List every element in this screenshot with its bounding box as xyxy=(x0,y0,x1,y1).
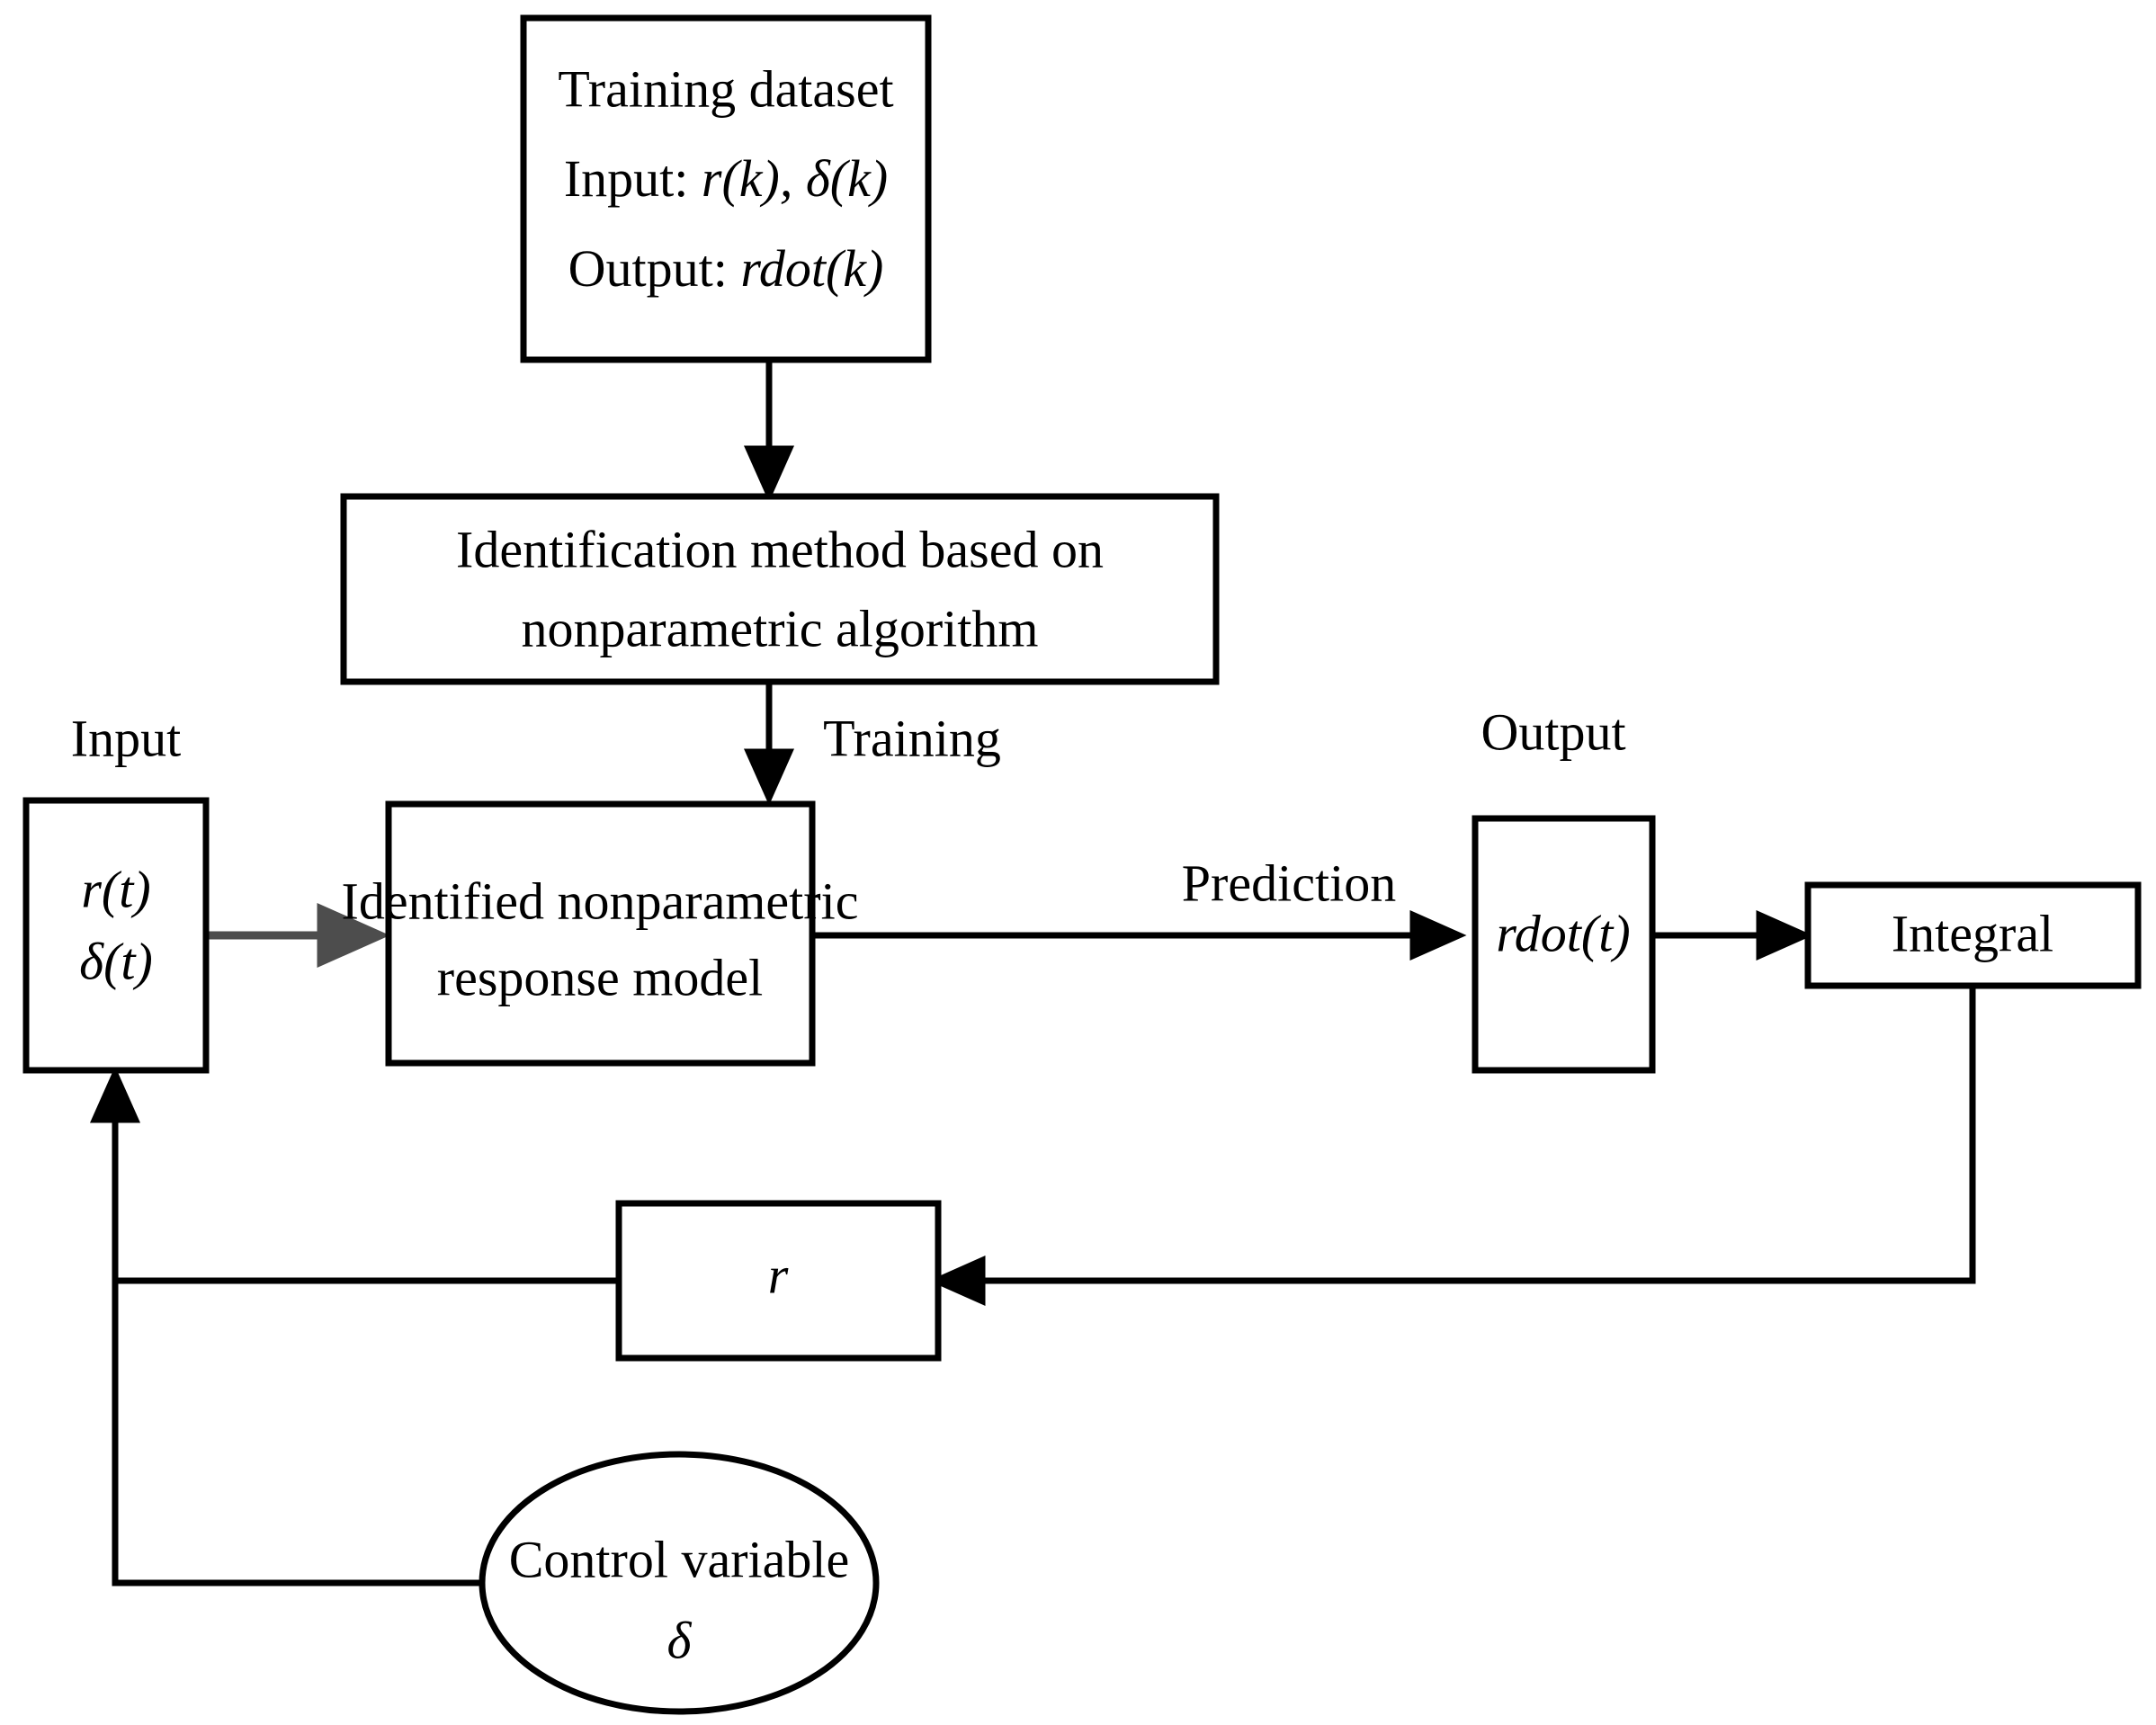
training-dataset-line2: Input: r(k), δ(k) xyxy=(564,149,888,208)
node-r-feedback[interactable]: r xyxy=(615,1200,942,1362)
label-output: Output xyxy=(1481,702,1625,761)
node-integral[interactable]: Integral xyxy=(1804,881,2142,989)
node-control-variable[interactable]: Control variable δ xyxy=(479,1451,880,1715)
node-input-signals[interactable]: r(t) δ(t) xyxy=(22,797,210,1074)
response-model-box[interactable] xyxy=(385,800,816,1067)
training-dataset-line1: Training dataset xyxy=(558,59,893,118)
identification-method-line1: Identification method based on xyxy=(456,520,1104,578)
node-rdot-output[interactable]: rdot(t) xyxy=(1472,815,1656,1074)
control-variable-line2: δ xyxy=(667,1611,693,1669)
training-dataset-line3-prefix: Output: xyxy=(568,239,741,298)
input-signals-box[interactable] xyxy=(22,797,210,1074)
control-variable-line1: Control variable xyxy=(509,1530,850,1588)
integral-box[interactable] xyxy=(1804,881,2142,989)
label-training: Training xyxy=(823,709,1001,767)
input-signals-line2: δ(t) xyxy=(79,932,153,990)
training-dataset-box[interactable] xyxy=(520,14,932,363)
label-input: Input xyxy=(71,709,181,767)
training-dataset-line2-prefix: Input: xyxy=(564,149,702,208)
training-dataset-line3: Output: rdot(k) xyxy=(568,239,884,298)
identification-method-box[interactable] xyxy=(340,493,1220,685)
response-model-line2: response model xyxy=(437,948,763,1006)
r-feedback-box[interactable] xyxy=(615,1200,942,1362)
response-model-line1: Identified nonparametric xyxy=(342,871,859,930)
control-variable-ellipse[interactable] xyxy=(479,1451,880,1715)
node-training-dataset[interactable]: Training dataset Input: r(k), δ(k) Outpu… xyxy=(520,14,932,363)
training-dataset-line2-math: r(k), δ(k) xyxy=(702,149,888,208)
rdot-output-box[interactable] xyxy=(1472,815,1656,1074)
identification-method-line2: nonparametric algorithm xyxy=(522,599,1039,657)
input-signals-line1: r(t) xyxy=(81,860,150,918)
r-feedback-label: r xyxy=(768,1246,789,1304)
node-identification-method[interactable]: Identification method based on nonparame… xyxy=(340,493,1220,685)
edge-control-variable-to-input xyxy=(112,1281,483,1586)
node-response-model[interactable]: Identified nonparametric response model xyxy=(342,800,859,1067)
edge-r-to-input xyxy=(90,1066,619,1284)
training-dataset-line3-math: rdot(k) xyxy=(740,239,883,298)
label-prediction: Prediction xyxy=(1182,854,1396,912)
rdot-output-label: rdot(t) xyxy=(1496,904,1630,962)
edge-integral-to-r-feedback xyxy=(928,987,1976,1306)
integral-label: Integral xyxy=(1892,904,2053,962)
